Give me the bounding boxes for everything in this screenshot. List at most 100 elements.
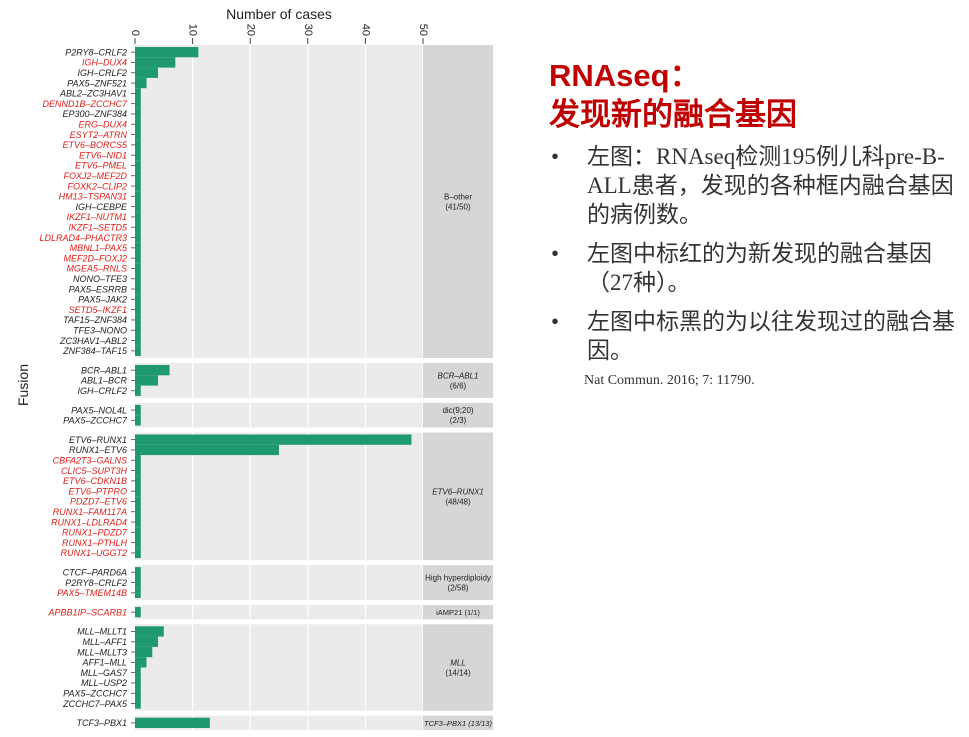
reference-citation: Nat Commun. 2016; 7: 11790. <box>584 373 755 388</box>
bullet-dot: • <box>551 144 560 169</box>
data-bar <box>135 129 141 140</box>
category-label: ETV6–NID1 <box>79 150 127 160</box>
category-label: FOXJ2–MEF2D <box>63 171 127 181</box>
data-bar <box>135 375 159 386</box>
data-bar <box>135 496 141 507</box>
bullet-item: •左图：RNAseq检测195例儿科pre-B-ALL患者，发现的各种框内融合基… <box>549 142 964 229</box>
data-bar <box>135 57 176 68</box>
facet-strip-label: MLL <box>450 659 466 668</box>
category-label: MLL–MLLT3 <box>77 647 127 657</box>
x-tick-label: 20 <box>244 24 256 36</box>
data-bar <box>135 636 159 647</box>
category-label: PAX5–ESRRB <box>69 284 127 294</box>
bullet-item: • 左图中标红的为新发现的融合基因（27种）。 <box>549 239 964 297</box>
category-label: PAX5–ZCCHC7 <box>63 416 128 426</box>
category-label: MGEA5–RNLS <box>66 264 127 274</box>
category-label: PAX5–NOL4L <box>71 405 127 415</box>
category-label: ETV6–RUNX1 <box>69 435 127 445</box>
data-bar <box>135 607 141 618</box>
facet-strip-label: BCR–ABL1 <box>438 371 479 380</box>
data-bar <box>135 160 141 171</box>
category-label: MEF2D–FOXJ2 <box>63 253 127 263</box>
facet-strip-count: (41/50) <box>445 203 471 212</box>
category-label: PAX5–TMEM14B <box>57 588 127 598</box>
facet-strip-count: (48/48) <box>445 497 471 506</box>
facet-strip-count: (14/14) <box>445 669 471 678</box>
data-bar <box>135 283 141 295</box>
text-panel: RNAseq： 发现新的融合基因 •左图：RNAseq检测195例儿科pre-B… <box>549 56 964 389</box>
slide-title: RNAseq： 发现新的融合基因 <box>549 56 964 134</box>
y-axis-title: Fusion <box>15 364 31 406</box>
data-bar <box>135 232 141 243</box>
data-bar <box>135 537 141 548</box>
data-bar <box>135 486 141 497</box>
data-bar <box>135 577 141 588</box>
data-bar <box>135 667 141 678</box>
bullet-text: 左图中标黑的为以往发现过的融合基因。 <box>587 309 955 363</box>
category-label: ETV6–BORCS5 <box>62 140 128 150</box>
category-label: IGH–DUX4 <box>82 58 127 68</box>
data-bar <box>135 527 141 538</box>
category-label: FOXK2–CLIP2 <box>67 181 127 191</box>
data-bar <box>135 314 141 326</box>
category-label: ZCCHC7–PAX5 <box>62 699 128 709</box>
data-bar <box>135 587 141 598</box>
category-label: ERG–DUX4 <box>78 119 127 129</box>
data-bar <box>135 180 141 192</box>
category-label: ESYT2–ATRN <box>70 130 128 140</box>
category-label: TCF3–PBX1 <box>76 718 127 728</box>
data-bar <box>135 150 141 161</box>
data-bar <box>135 688 141 699</box>
category-label: RUNX1–PTHLH <box>62 538 128 548</box>
facet-panel <box>135 624 423 711</box>
bullet-item: •左图中标黑的为以往发现过的融合基因。 <box>549 307 964 365</box>
data-bar <box>135 325 141 336</box>
data-bar <box>135 201 141 212</box>
facet-strip-label: TCF3–PBX1 (13/13) <box>424 719 492 728</box>
category-label: PAX5–ZCCHC7 <box>63 688 128 698</box>
category-label: TAF15–ZNF384 <box>63 315 127 325</box>
data-bar <box>135 77 147 89</box>
category-label: ETV6–PTPRO <box>68 486 127 496</box>
data-bar <box>135 345 141 356</box>
bullet-dot: • <box>551 241 560 266</box>
data-bar <box>135 385 141 396</box>
data-bar <box>135 404 141 416</box>
facet-strip <box>423 363 493 398</box>
data-bar <box>135 567 141 578</box>
data-bar <box>135 294 141 305</box>
facet-panel <box>135 605 423 620</box>
category-label: TFE3–NONO <box>73 325 127 335</box>
category-label: CLIC5–SUPT3H <box>61 466 128 476</box>
category-label: MLL–AFF1 <box>82 637 127 647</box>
category-label: PAX5–JAK2 <box>78 295 127 305</box>
category-label: HM13–TSPAN31 <box>59 192 127 202</box>
category-label: ABL1–BCR <box>80 376 128 386</box>
x-tick-label: 10 <box>187 24 199 36</box>
data-bar <box>135 98 141 109</box>
facet-strip-label: ETV6–RUNX1 <box>432 487 484 496</box>
facet-panel <box>135 565 423 600</box>
data-bar <box>135 211 141 223</box>
data-bar <box>135 139 141 150</box>
data-bar <box>135 646 153 658</box>
data-bar <box>135 547 141 559</box>
facet-strip-label: High hyperdiploidy <box>425 574 491 583</box>
data-bar <box>135 304 141 315</box>
facet-panel <box>135 363 423 398</box>
data-bar <box>135 88 141 99</box>
category-label: DENND1B–ZCCHC7 <box>42 99 128 109</box>
data-bar <box>135 191 141 202</box>
data-bar <box>135 119 141 130</box>
category-label: CBFA2T3–GALNS <box>53 455 127 465</box>
x-tick-label: 40 <box>359 24 371 36</box>
bullet-text: 左图中标红的为新发现的融合基因（27种）。 <box>587 241 932 295</box>
bullet-list: •左图：RNAseq检测195例儿科pre-B-ALL患者，发现的各种框内融合基… <box>549 142 964 365</box>
facet-panel <box>135 45 423 358</box>
facet-strip-count: (2/3) <box>450 416 467 425</box>
category-label: P2RY8–CRLF2 <box>65 47 127 57</box>
category-label: IGH–CEBPE <box>75 202 128 212</box>
data-bar <box>135 506 141 517</box>
category-label: PAX5–ZNF521 <box>67 78 127 88</box>
category-label: IGH–CRLF2 <box>77 68 127 78</box>
